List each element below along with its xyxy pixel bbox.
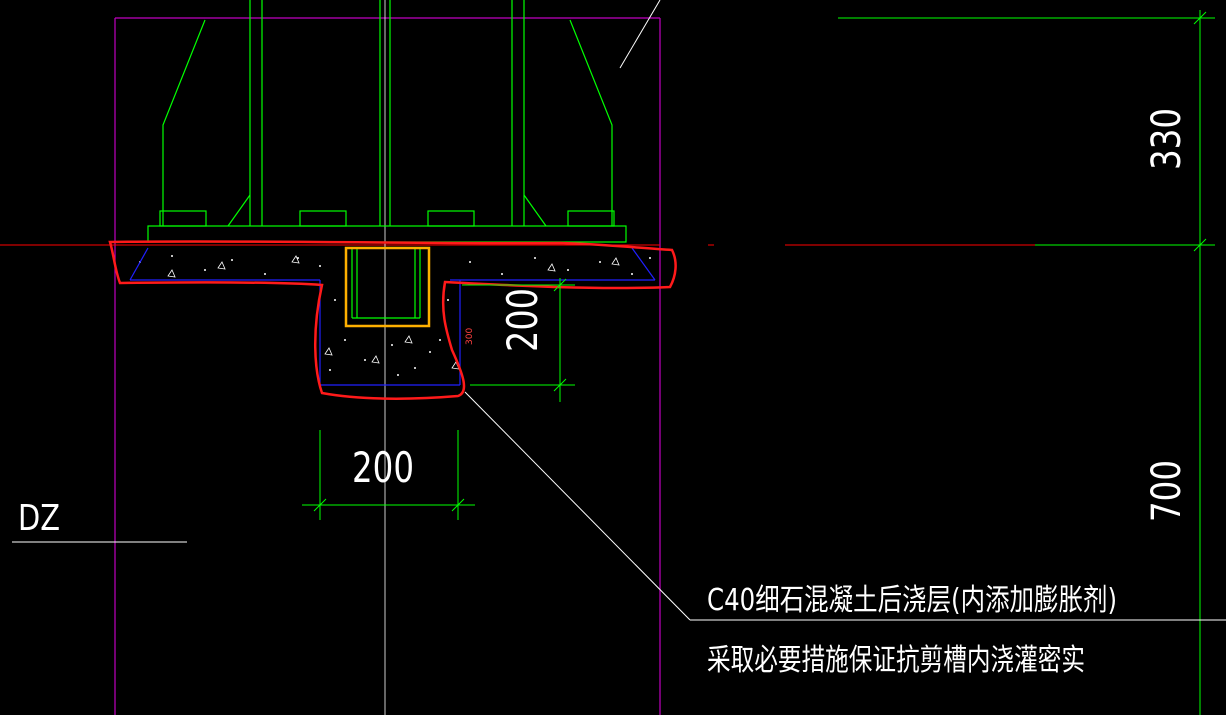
small-note-dimension: 300 — [465, 328, 475, 345]
concrete-hatch — [139, 255, 651, 376]
lower-height-dimension: 700 — [1144, 460, 1190, 522]
column-outline — [114, 17, 661, 715]
concrete-triangles — [167, 255, 620, 370]
groove-depth-dimension: 200 — [498, 288, 547, 352]
grout-edge — [129, 247, 656, 386]
dimension-lines — [302, 10, 1215, 715]
note-line-1: C40细石混凝土后浇层(内添加膨胀剂) — [707, 583, 1117, 618]
top-height-dimension: 330 — [1144, 108, 1190, 170]
column-mark-label: DZ — [18, 498, 60, 539]
shear-key-box — [344, 246, 431, 328]
markup-outline — [108, 240, 677, 400]
leader-lines — [12, 0, 1226, 621]
note-line-2: 采取必要措施保证抗剪槽内浇灌密实 — [707, 643, 1085, 678]
groove-width-dimension: 200 — [352, 443, 414, 492]
